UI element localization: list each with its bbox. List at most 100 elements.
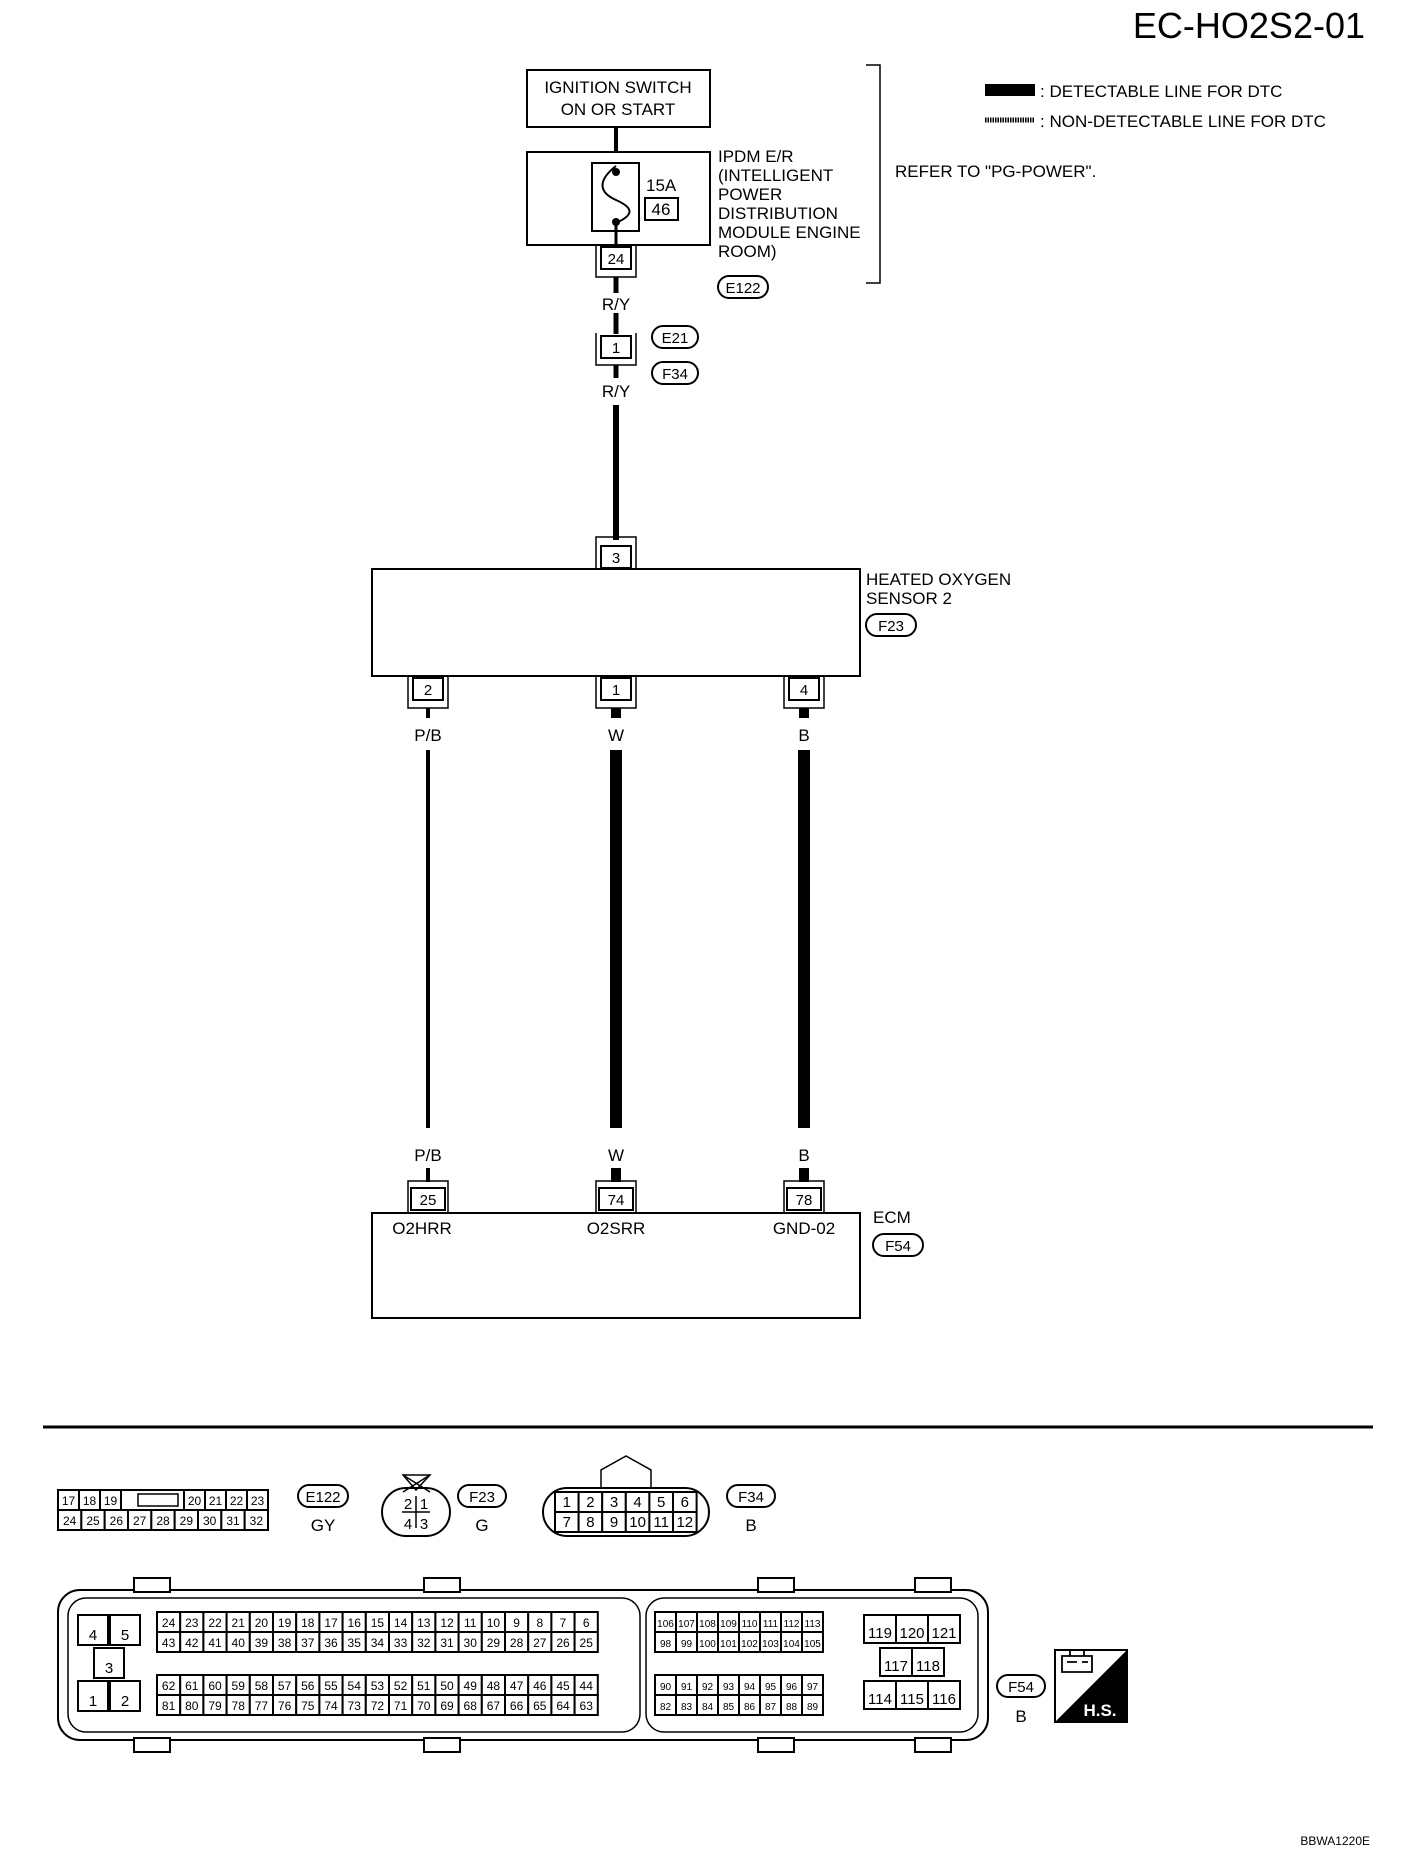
sensor-connector-badge [865, 613, 917, 637]
f54-pin-95: 95 [765, 1682, 777, 1693]
harness-side-symbol: H.S. [1054, 1649, 1128, 1723]
f54-pin-94: 94 [744, 1682, 756, 1693]
e122-pin-26: 26 [110, 1514, 124, 1528]
f54-pin-44: 44 [580, 1679, 594, 1693]
f54-pin-42: 42 [185, 1636, 199, 1650]
f54-pin-25: 25 [580, 1636, 594, 1650]
e122-pin-27: 27 [133, 1514, 147, 1528]
f54-pin-23: 23 [185, 1616, 199, 1630]
figure-id: BBWA1220E [1300, 1834, 1370, 1848]
e122-pin-24: 24 [63, 1514, 77, 1528]
f54-pin-79: 79 [208, 1699, 222, 1713]
f34-key-icon [600, 1455, 652, 1488]
f54-pin-87: 87 [765, 1702, 777, 1713]
page-title: EC-HO2S2-01 [1133, 5, 1365, 46]
f54-pin-4: 4 [89, 1627, 97, 1644]
f54-pin-80: 80 [185, 1699, 199, 1713]
ecm-pin74-number: 74 [608, 1192, 625, 1209]
f54-pin-104: 104 [783, 1639, 800, 1650]
f54-pin-102: 102 [741, 1639, 758, 1650]
f54-pin-7: 7 [560, 1616, 567, 1630]
ipdm-name-line5: MODULE ENGINE [718, 223, 861, 242]
f34-pin-11: 11 [653, 1514, 669, 1531]
f54-inner-left [67, 1597, 641, 1733]
f34-pin-12: 12 [676, 1514, 693, 1531]
wire-w-color-top: W [608, 726, 624, 745]
ecm-term-gnd02: GND-02 [773, 1219, 835, 1238]
f54-pin-63-cell [573, 1694, 599, 1716]
f54-pin-29: 29 [487, 1636, 501, 1650]
sensor-pin2-box [412, 677, 444, 701]
f54-pin-2-cell [109, 1680, 141, 1712]
wire-pb-color-top: P/B [414, 726, 441, 745]
f54-pin-91: 91 [681, 1682, 693, 1693]
e122-pin-29: 29 [180, 1514, 194, 1528]
e122-pin-28: 28 [156, 1514, 170, 1528]
f54-pin-48: 48 [487, 1679, 501, 1693]
ecm-pin25-number: 25 [420, 1192, 437, 1209]
f54-pin-110: 110 [742, 1619, 758, 1630]
ecm-pin74-bracket [595, 1180, 637, 1213]
f54-pin-1-cell [77, 1680, 109, 1712]
f54-pin-45: 45 [556, 1679, 570, 1693]
f34-pin-6: 6 [681, 1494, 689, 1511]
f54-pin-120-cell [895, 1614, 929, 1644]
hs-label: H.S. [1083, 1701, 1116, 1720]
legend-detectable-text: : DETECTABLE LINE FOR DTC [1040, 82, 1282, 101]
legend-non-detectable-text: : NON-DETECTABLE LINE FOR DTC [1040, 112, 1326, 131]
f54-pin-58: 58 [255, 1679, 269, 1693]
f54-pin-41: 41 [208, 1636, 222, 1650]
f54-pin-35: 35 [348, 1636, 362, 1650]
f34-pin-4: 4 [633, 1494, 641, 1511]
hs-triangle [1055, 1650, 1127, 1722]
f54-pin-85: 85 [723, 1702, 735, 1713]
ecm-connector-id: F54 [885, 1238, 911, 1255]
f34-pin-9: 9 [610, 1514, 618, 1531]
legend: : DETECTABLE LINE FOR DTC : NON-DETECTAB… [985, 82, 1326, 131]
wire-w-color-bottom: W [608, 1146, 624, 1165]
f54-pin-38: 38 [278, 1636, 292, 1650]
f54-pin-55: 55 [324, 1679, 338, 1693]
f54-pin-82: 82 [660, 1702, 672, 1713]
e122-id-badge [297, 1484, 349, 1508]
e122-pin-25: 25 [86, 1514, 100, 1528]
f34-pin-3: 3 [610, 1494, 618, 1511]
f54-pin-52: 52 [394, 1679, 408, 1693]
f54-pin-108: 108 [699, 1619, 716, 1630]
f54-pin-16: 16 [348, 1616, 362, 1630]
f54-pin-90: 90 [660, 1682, 672, 1693]
f54-pin-71: 71 [394, 1699, 408, 1713]
f54-pin-113: 113 [805, 1619, 821, 1630]
f23-key-icon [401, 1474, 432, 1493]
f54-pin-118-cell [911, 1647, 945, 1677]
f54-pin-57: 57 [278, 1679, 292, 1693]
f54-inner-right [645, 1597, 979, 1733]
sensor-pin4-number: 4 [800, 682, 808, 699]
ecm-pin25-bracket [407, 1180, 449, 1213]
f34-pin-2: 2 [586, 1494, 594, 1511]
f54-pin-60: 60 [208, 1679, 222, 1693]
f54-pin-32: 32 [417, 1636, 431, 1650]
f54-pin-5: 5 [121, 1627, 129, 1644]
f54-pin-53: 53 [371, 1679, 385, 1693]
f54-pin-116: 116 [932, 1691, 956, 1708]
legend-detectable-swatch [985, 84, 1035, 96]
ipdm-pin-box [600, 246, 632, 270]
f34-pin-10: 10 [629, 1514, 646, 1531]
f54-pin-119-cell [863, 1614, 897, 1644]
ipdm-name-line1: IPDM E/R [718, 147, 794, 166]
f54-pin-22: 22 [208, 1616, 222, 1630]
f54-tab-bottom-4 [914, 1737, 952, 1753]
f54-pin-76: 76 [278, 1699, 292, 1713]
f54-pin-70: 70 [417, 1699, 431, 1713]
wire-pb-color-bottom: P/B [414, 1146, 441, 1165]
f54-pin-66: 66 [510, 1699, 524, 1713]
f54-pin-20: 20 [255, 1616, 269, 1630]
e122-color: GY [311, 1516, 336, 1535]
sensor-pin4-box [788, 677, 820, 701]
joint-pin-box [600, 335, 632, 359]
f54-pin-100: 100 [699, 1639, 716, 1650]
f54-pin-89-cell [801, 1694, 824, 1716]
